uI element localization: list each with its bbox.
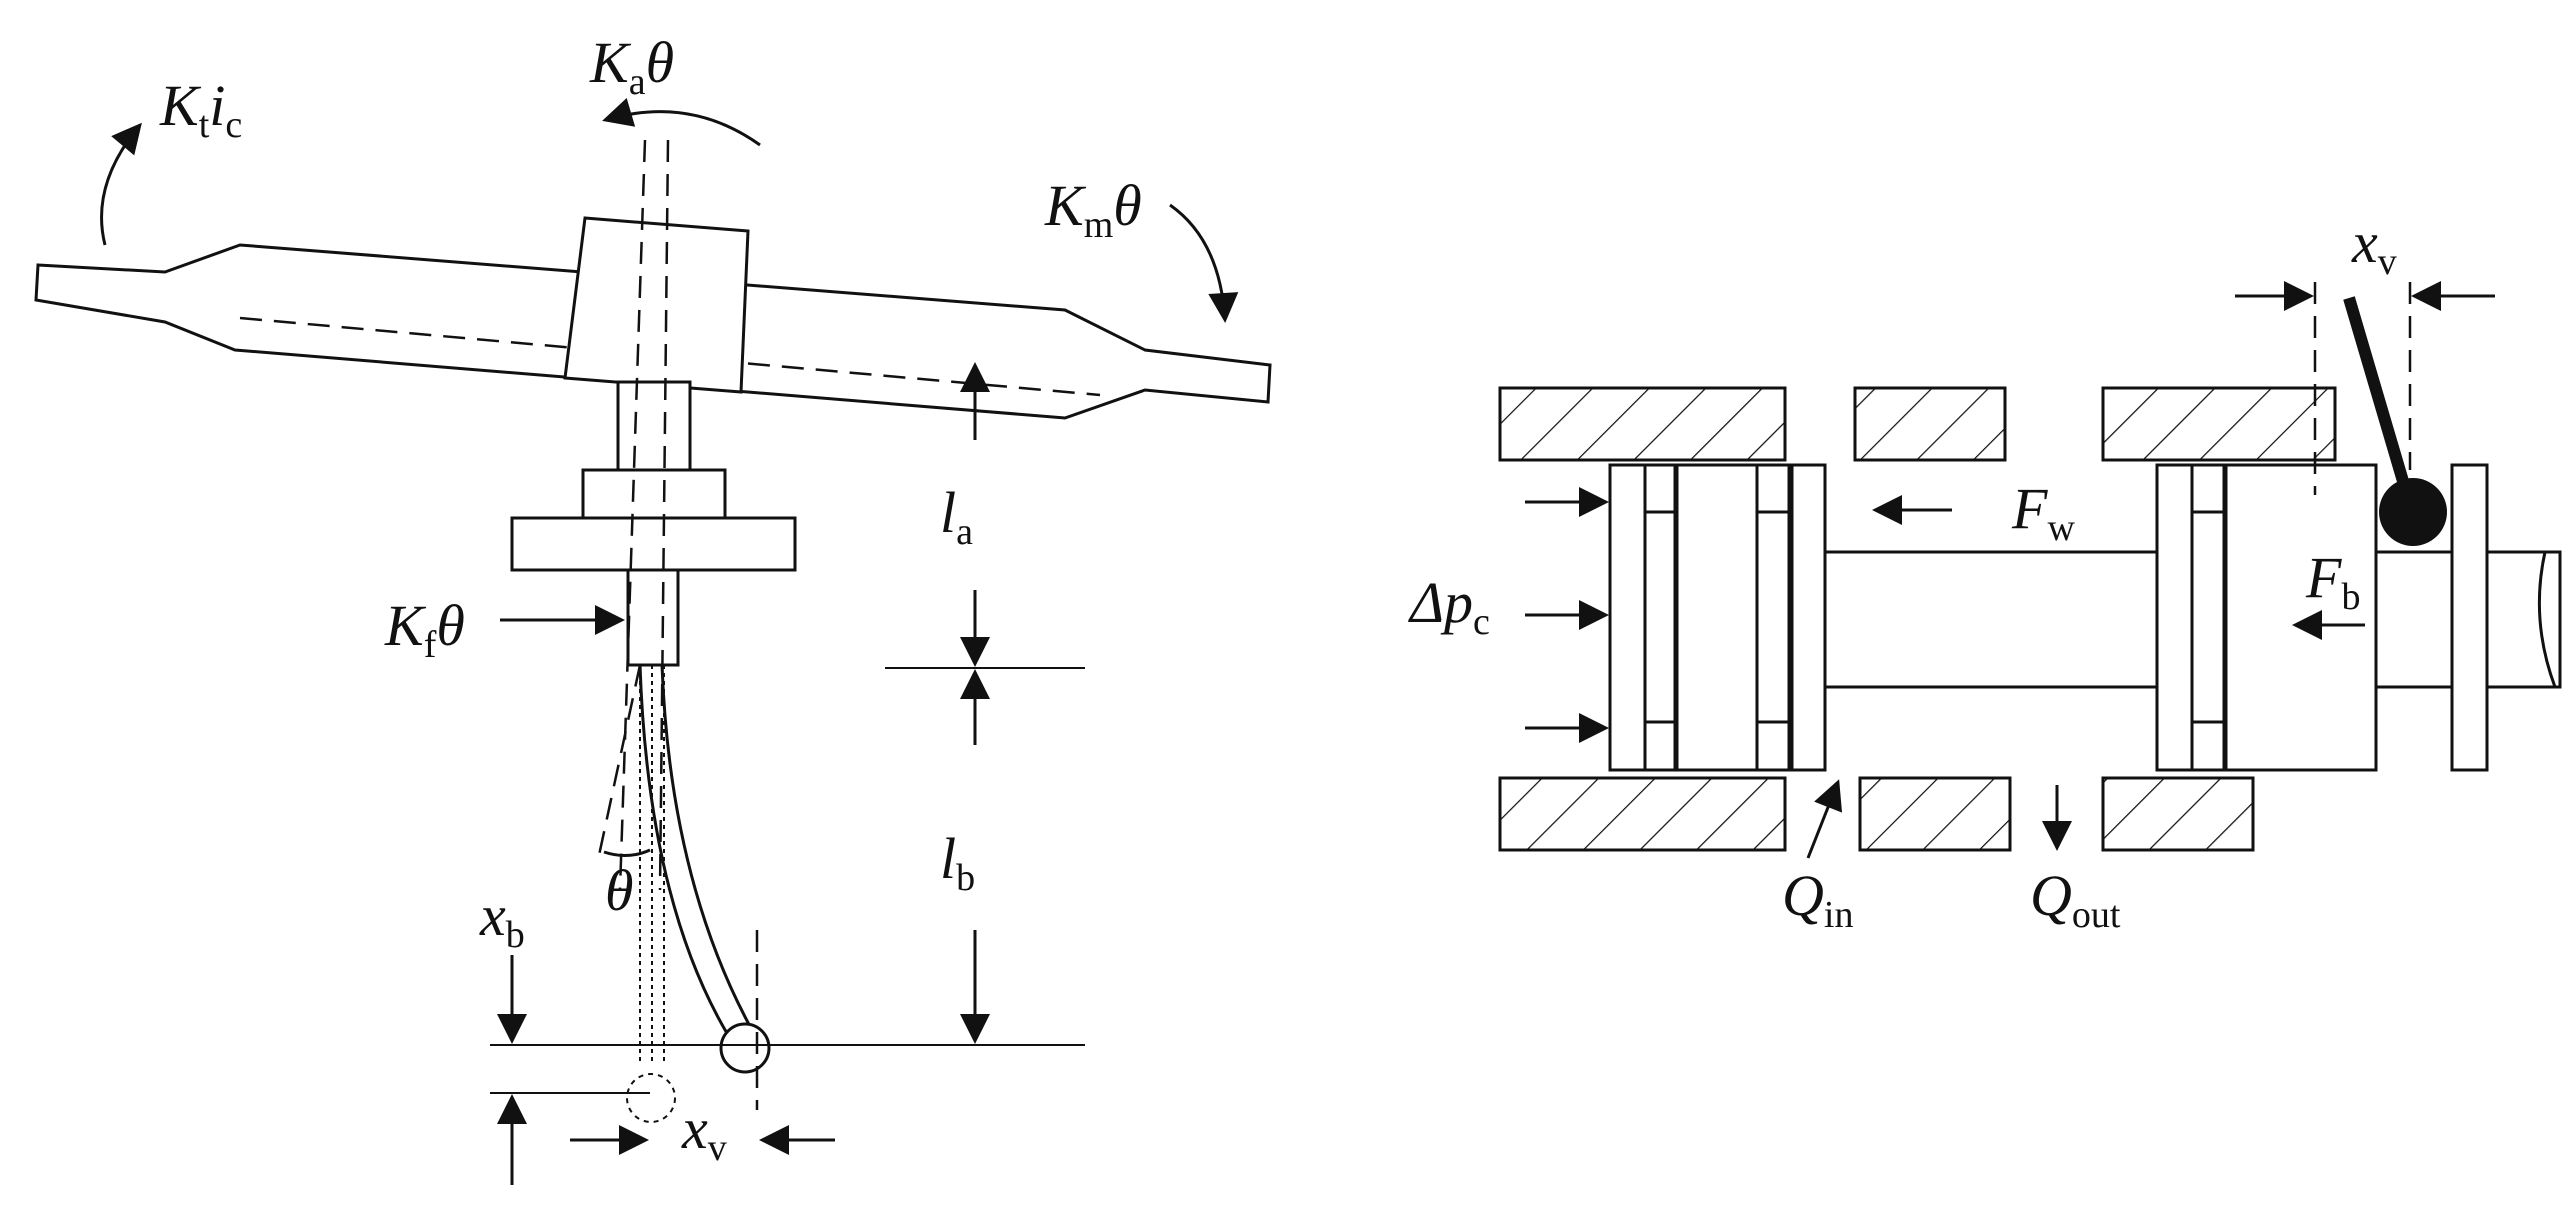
deflected-axis [596, 664, 642, 861]
label-xb: xb [479, 883, 525, 956]
right-land-plate [2155, 463, 2194, 772]
feedback-spring-inner [660, 664, 754, 1031]
label-ka-theta: Kaθ [589, 30, 674, 103]
label-qout: Qout [2030, 863, 2121, 936]
label-fb: Fb [2305, 545, 2360, 618]
label-theta: θ [605, 858, 634, 923]
label-qin: Qin [1782, 863, 1853, 936]
axis-dashed-2 [658, 139, 670, 891]
housing-bottom-middle [1858, 776, 2012, 852]
armature-rest-line [239, 316, 1101, 397]
label-kt-ic: Ktic [159, 73, 242, 146]
qin-arrow [1806, 779, 1843, 859]
kt-torque-arrow [100, 122, 142, 246]
label-xv-right: xv [2351, 210, 2397, 283]
armature [34, 243, 1272, 420]
housing-top-right [2101, 386, 2337, 462]
ball-rest [626, 1073, 676, 1123]
pivot-block [563, 216, 750, 394]
feedback-ball [2379, 478, 2447, 546]
flange-upper [581, 468, 727, 522]
dimension-lines [490, 362, 1085, 1185]
feedback-lever [2343, 296, 2411, 490]
torque-arrows [100, 97, 1239, 635]
ball-deflected [719, 1022, 771, 1074]
ka-torque-arrow [602, 97, 761, 147]
km-torque-arrow [1169, 203, 1239, 323]
left-land-seal-2-inner [1755, 510, 1791, 724]
axis-dashed-1 [618, 139, 647, 891]
label-km-theta: Kmθ [1044, 173, 1142, 246]
label-xv-left: xv [681, 1096, 727, 1169]
housing-bottom-left [1498, 776, 1787, 852]
torque-motor-assembly [34, 139, 1272, 1123]
left-land-end [1790, 463, 1827, 772]
armature-stem [616, 380, 692, 474]
flapper-shaft [626, 568, 680, 667]
label-kf-theta: Kfθ [384, 593, 465, 666]
label-fw: Fw [2011, 476, 2075, 549]
right-land-seal-inner [2190, 510, 2226, 724]
left-land-body [1675, 463, 1759, 772]
shaft-break [2537, 551, 2557, 688]
flange-lower [510, 516, 797, 572]
left-land-seal-1-inner [1643, 510, 1677, 724]
spool-valve [1498, 281, 2562, 859]
end-plate [2450, 463, 2489, 772]
housing-top-middle [1853, 386, 2007, 462]
label-delta-pc: Δpc [1408, 570, 1490, 643]
housing-top-left [1498, 386, 1787, 462]
left-land-plate [1608, 463, 1647, 772]
theta-arc [603, 848, 651, 857]
feedback-spring-outer [638, 664, 730, 1036]
housing-bottom-right [2101, 776, 2255, 852]
label-lb: lb [940, 826, 975, 899]
label-la: la [940, 480, 973, 553]
